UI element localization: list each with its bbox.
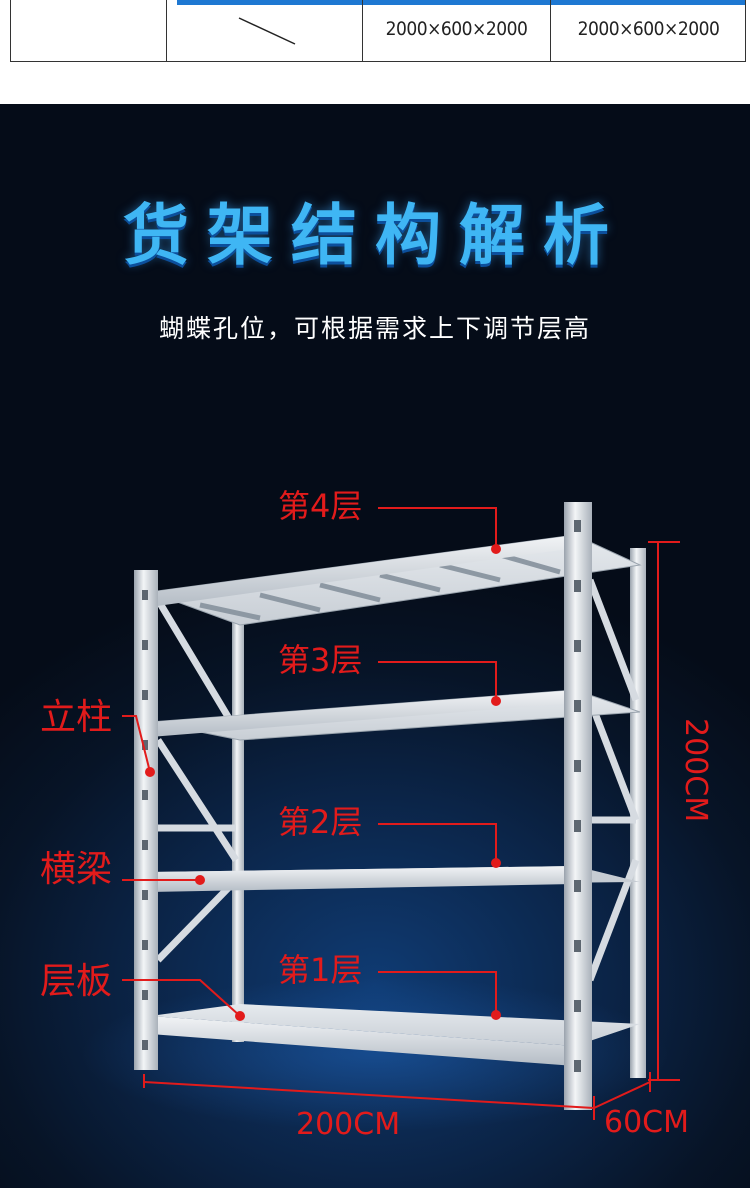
spec-cell-1	[11, 0, 167, 61]
dimension-width: 200CM	[296, 1107, 401, 1142]
hero-section: 货架结构解析 蝴蝶孔位，可根据需求上下调节层高	[0, 104, 750, 1188]
annotation-lines	[122, 507, 680, 1120]
dimension-height: 200CM	[678, 718, 713, 823]
diagonal-slash-icon	[238, 17, 296, 45]
spec-strip: 2000×600×2000 2000×600×2000	[0, 0, 750, 104]
spec-table: 2000×600×2000 2000×600×2000	[10, 0, 746, 62]
spec-cell-2	[167, 0, 363, 61]
shelf-decks	[149, 534, 642, 1066]
spec-header-bar	[177, 0, 745, 5]
label-upright: 立柱	[40, 697, 113, 738]
front-uprights	[134, 502, 592, 1110]
spec-cell-3-text: 2000×600×2000	[385, 18, 528, 40]
label-shelf: 层板	[40, 961, 113, 1002]
spec-cell-4: 2000×600×2000	[551, 0, 746, 61]
label-layer-4: 第4层	[278, 487, 363, 525]
page-title: 货架结构解析	[123, 197, 627, 274]
left-bracing	[154, 598, 240, 963]
label-layer-1: 第1层	[278, 951, 363, 989]
page-subtitle: 蝴蝶孔位，可根据需求上下调节层高	[158, 314, 591, 343]
label-layer-3: 第3层	[278, 641, 363, 679]
spec-cell-4-text: 2000×600×2000	[577, 18, 720, 40]
label-beam: 横梁	[40, 849, 113, 890]
right-bracing	[586, 578, 640, 982]
spec-cell-3: 2000×600×2000	[363, 0, 551, 61]
annotation-dots	[145, 544, 501, 1021]
dimension-depth: 60CM	[604, 1105, 690, 1140]
label-layer-2: 第2层	[278, 803, 363, 841]
